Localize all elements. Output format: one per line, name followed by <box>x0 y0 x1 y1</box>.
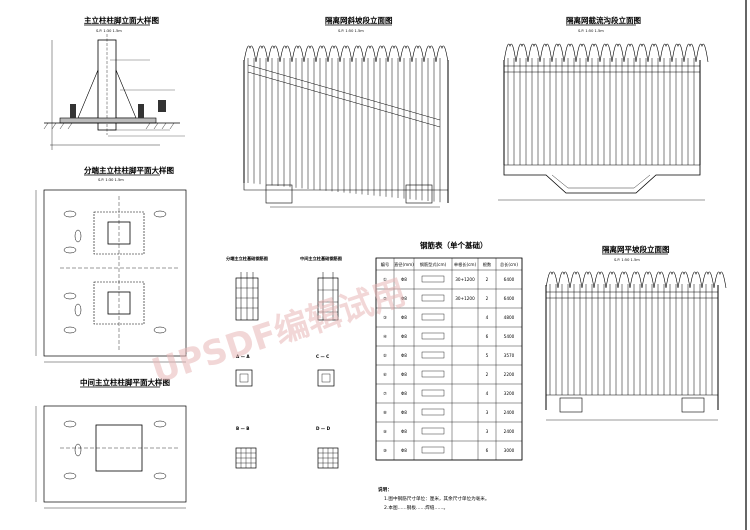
scale-label: S.P. 1:30 1.5m <box>98 178 124 182</box>
table-header: 编号 <box>381 261 389 268</box>
table-cell: 2400 <box>504 429 515 434</box>
ditch-fence-elevation: 隔离网截流沟段立面图 S.P. 1:50 1.5m <box>498 15 709 201</box>
end-post-plan-detail: 分端主立柱柱脚平面大样图 S.P. 1:30 1.5m <box>35 165 187 363</box>
rebar-shape-sketch <box>421 446 445 454</box>
table-cell: 2400 <box>504 410 515 415</box>
table-cell: 5400 <box>504 334 515 339</box>
table-header: 单根长(cm) <box>454 261 477 268</box>
rebar-table: 钢筋表（单个基础） 编号直径(mm) 钢筋型式(cm) 单根长(cm) 根数 总长(cm… <box>375 240 523 461</box>
table-cell: ⑦ <box>383 391 387 396</box>
table-header: 钢筋型式(cm) <box>420 261 447 268</box>
table-cell: 30+1200 <box>455 277 475 282</box>
table-cell: 6400 <box>504 296 515 301</box>
table-cell: ⑧ <box>383 410 387 415</box>
title-end-foundation: 分端主立柱基础钢筋图 <box>226 255 268 262</box>
table-cell: 2200 <box>504 372 515 377</box>
notes-title: 说明： <box>378 486 392 493</box>
section-label-b: B — B <box>236 426 250 431</box>
table-cell: 4800 <box>504 315 515 320</box>
table-cell: ④ <box>383 334 387 339</box>
rebar-shape-sketch <box>421 370 445 378</box>
table-cell: 30+1200 <box>455 296 475 301</box>
section-label-a: A — A <box>236 354 250 359</box>
table-cell: Φ8 <box>401 429 407 434</box>
title-ditch-section: 隔离网截流沟段立面图 <box>566 15 641 25</box>
table-cell: Φ8 <box>401 277 407 282</box>
table-cell: 3570 <box>504 353 515 358</box>
table-cell: Φ8 <box>401 372 407 377</box>
table-header: 总长(cm) <box>500 261 518 268</box>
rebar-shape-sketch <box>421 351 445 359</box>
title-slope-section: 隔离网斜坡段立面图 <box>325 15 393 25</box>
table-cell: 2 <box>486 372 489 377</box>
table-cell: Φ8 <box>401 353 407 358</box>
main-post-elevation-detail: 主立柱柱脚立面大样图 S.P. 1:30 1.5m <box>43 15 185 150</box>
section-label-c: C — C <box>316 354 329 359</box>
table-cell: 2 <box>486 277 489 282</box>
rebar-shape-sketch <box>421 427 445 435</box>
table-cell: 6400 <box>504 277 515 282</box>
table-cell: Φ8 <box>401 315 407 320</box>
table-header: 直径(mm) <box>394 261 414 267</box>
table-cell: ② <box>383 296 387 301</box>
rebar-shape-sketch <box>421 275 445 283</box>
table-cell: ⑩ <box>383 448 387 453</box>
rebar-shape-sketch <box>421 408 445 416</box>
rebar-shape-sketch <box>421 294 445 302</box>
table-cell: ⑥ <box>383 372 387 377</box>
foundation-rebar-details: 分端主立柱基础钢筋图 中间主立柱基础钢筋图 A — A C — C B — B … <box>226 255 342 469</box>
scale-label: S.P. 1:50 1.5m <box>614 258 640 262</box>
title-flat-section: 隔离网平坡段立面图 <box>602 244 670 254</box>
table-cell: 3 <box>486 429 489 434</box>
title-mid-foundation: 中间主立柱基础钢筋图 <box>300 255 342 262</box>
table-cell: 2 <box>486 296 489 301</box>
table-cell: ⑤ <box>383 353 387 358</box>
table-cell: 6 <box>486 334 489 339</box>
table-cell: Φ8 <box>401 391 407 396</box>
slope-fence-elevation: 隔离网斜坡段立面图 S.P. 1:50 1.5m <box>243 15 449 208</box>
notes: 说明： 1.图中钢筋尺寸单位：厘米，其余尺寸单位为毫米。 2.本图……钢板……焊… <box>378 486 489 511</box>
notes-line-1: 1.图中钢筋尺寸单位：厘米，其余尺寸单位为毫米。 <box>384 495 489 502</box>
table-cell: 3000 <box>504 448 515 453</box>
table-cell: 5 <box>486 353 489 358</box>
rebar-shape-sketch <box>421 313 445 321</box>
scale-label: S.P. 1:30 1.5m <box>96 29 122 33</box>
title-rebar-table: 钢筋表（单个基础） <box>420 240 488 250</box>
table-cell: 6 <box>486 448 489 453</box>
notes-line-2: 2.本图……钢板……焊缝……。 <box>384 504 448 511</box>
table-cell: Φ8 <box>401 410 407 415</box>
title-end-post-plan: 分端主立柱柱脚平面大样图 <box>84 165 174 175</box>
table-cell: ⑨ <box>383 429 387 434</box>
title-mid-post-plan: 中间主立柱柱脚平面大样图 <box>80 377 170 387</box>
table-header: 根数 <box>483 261 492 268</box>
table-cell: Φ8 <box>401 334 407 339</box>
watermark: UPSDF编辑试用 <box>147 272 411 392</box>
table-cell: Φ8 <box>401 448 407 453</box>
table-cell: ③ <box>383 315 387 320</box>
rebar-shape-sketch <box>421 389 445 397</box>
table-cell: 4 <box>486 391 489 396</box>
mid-post-plan-detail: 中间主立柱柱脚平面大样图 <box>35 377 187 509</box>
table-cell: ① <box>383 277 387 282</box>
scale-label: S.P. 1:50 1.5m <box>338 29 364 33</box>
section-label-d: D — D <box>316 426 331 431</box>
title-main-post-elev: 主立柱柱脚立面大样图 <box>84 15 159 25</box>
table-cell: Φ8 <box>401 296 407 301</box>
table-cell: 3 <box>486 410 489 415</box>
table-cell: 3200 <box>504 391 515 396</box>
scale-label: S.P. 1:50 1.5m <box>578 29 604 33</box>
table-cell: 4 <box>486 315 489 320</box>
rebar-shape-sketch <box>421 332 445 340</box>
flat-fence-elevation: 隔离网平坡段立面图 S.P. 1:50 1.5m <box>545 244 727 421</box>
